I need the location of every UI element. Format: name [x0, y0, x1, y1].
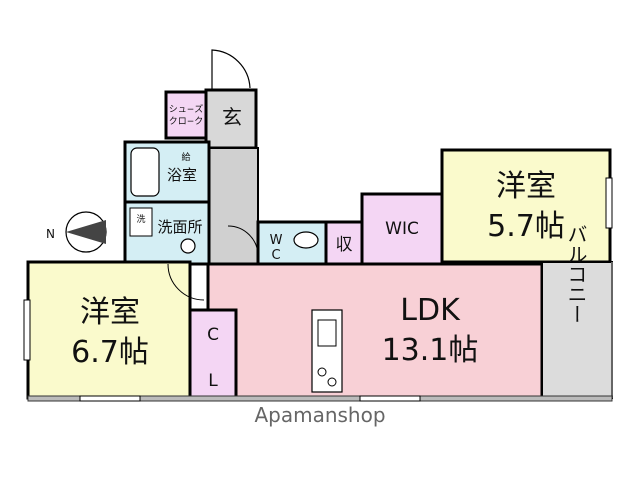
closet-label-2: L: [208, 371, 218, 391]
toilet-label-2: C: [271, 248, 280, 263]
water-heater-label: 給: [181, 151, 190, 163]
shoe-closet-label-2: クロ−ク: [169, 116, 204, 127]
storage-label: 収: [336, 235, 353, 255]
western-room-right: [440, 148, 612, 264]
wash-basin: [180, 238, 196, 254]
entrance-door-swing: [211, 49, 251, 90]
compass-label: N: [46, 227, 55, 241]
toilet-fixture: [293, 231, 319, 249]
wic-area: [360, 192, 444, 266]
window-bottom-2: [359, 395, 421, 402]
window-bottom-1: [79, 395, 141, 402]
western-room-left: [26, 260, 192, 400]
exterior-wall-bottom: [27, 395, 613, 402]
washer-label: 洗: [136, 213, 145, 225]
toilet-label-1: W: [270, 233, 283, 248]
bath-label: 浴室: [167, 166, 197, 184]
entrance-label: 玄: [222, 105, 242, 129]
compass: N: [46, 211, 107, 253]
compass-needle-icon: [66, 220, 106, 244]
stove-burner-2: [327, 377, 337, 387]
ldk-area: [206, 262, 544, 400]
ldk-size: 13.1帖: [382, 333, 479, 368]
closet-label-1: C: [207, 325, 219, 345]
window-left: [23, 299, 31, 361]
kitchen-sink: [317, 319, 337, 347]
toilet-door-swing: [227, 225, 259, 257]
bathtub: [130, 147, 160, 197]
shoe-closet-area: [164, 90, 208, 140]
western-left-size: 6.7帖: [71, 335, 149, 370]
corridor-floor: [207, 147, 259, 265]
western-right-size: 5.7帖: [487, 209, 565, 244]
western-left-name: 洋室: [80, 295, 140, 330]
watermark: Apamanshop: [254, 403, 385, 427]
western-right-name: 洋室: [496, 169, 556, 204]
western-left-door-swing: [167, 263, 205, 301]
wic-label: WIC: [385, 219, 419, 239]
washroom-label: 洗面所: [157, 218, 202, 236]
balcony-label: バルコニー: [564, 224, 588, 324]
washer-box: [129, 207, 153, 237]
window-right: [605, 177, 613, 229]
shoe-closet-label-1: シュ−ズ: [169, 103, 204, 115]
stove-burner-1: [317, 367, 327, 377]
ldk-name: LDK: [400, 293, 461, 328]
